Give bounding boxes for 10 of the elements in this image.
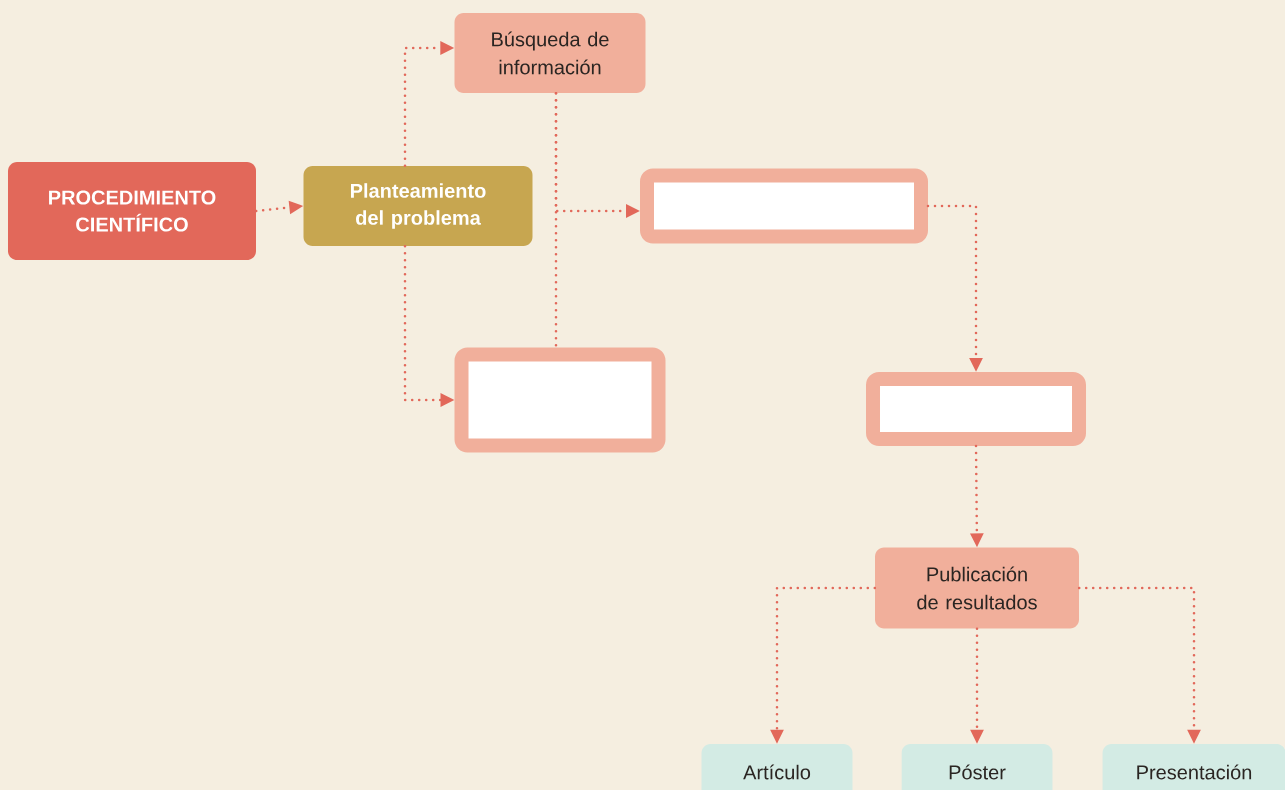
blank-box [866,372,1086,446]
blank-box [454,347,666,453]
output-box: Artículo [701,744,853,790]
process-box: Búsqueda de información [454,13,646,93]
title-box: PROCEDIMIENTO CIENTÍFICO [8,162,256,260]
process-box: Publicación de resultados [875,547,1079,629]
output-box: Presentación [1102,744,1285,790]
process-box: Planteamiento del problema [303,166,533,246]
output-box: Póster [901,744,1053,790]
blank-box [640,168,928,244]
